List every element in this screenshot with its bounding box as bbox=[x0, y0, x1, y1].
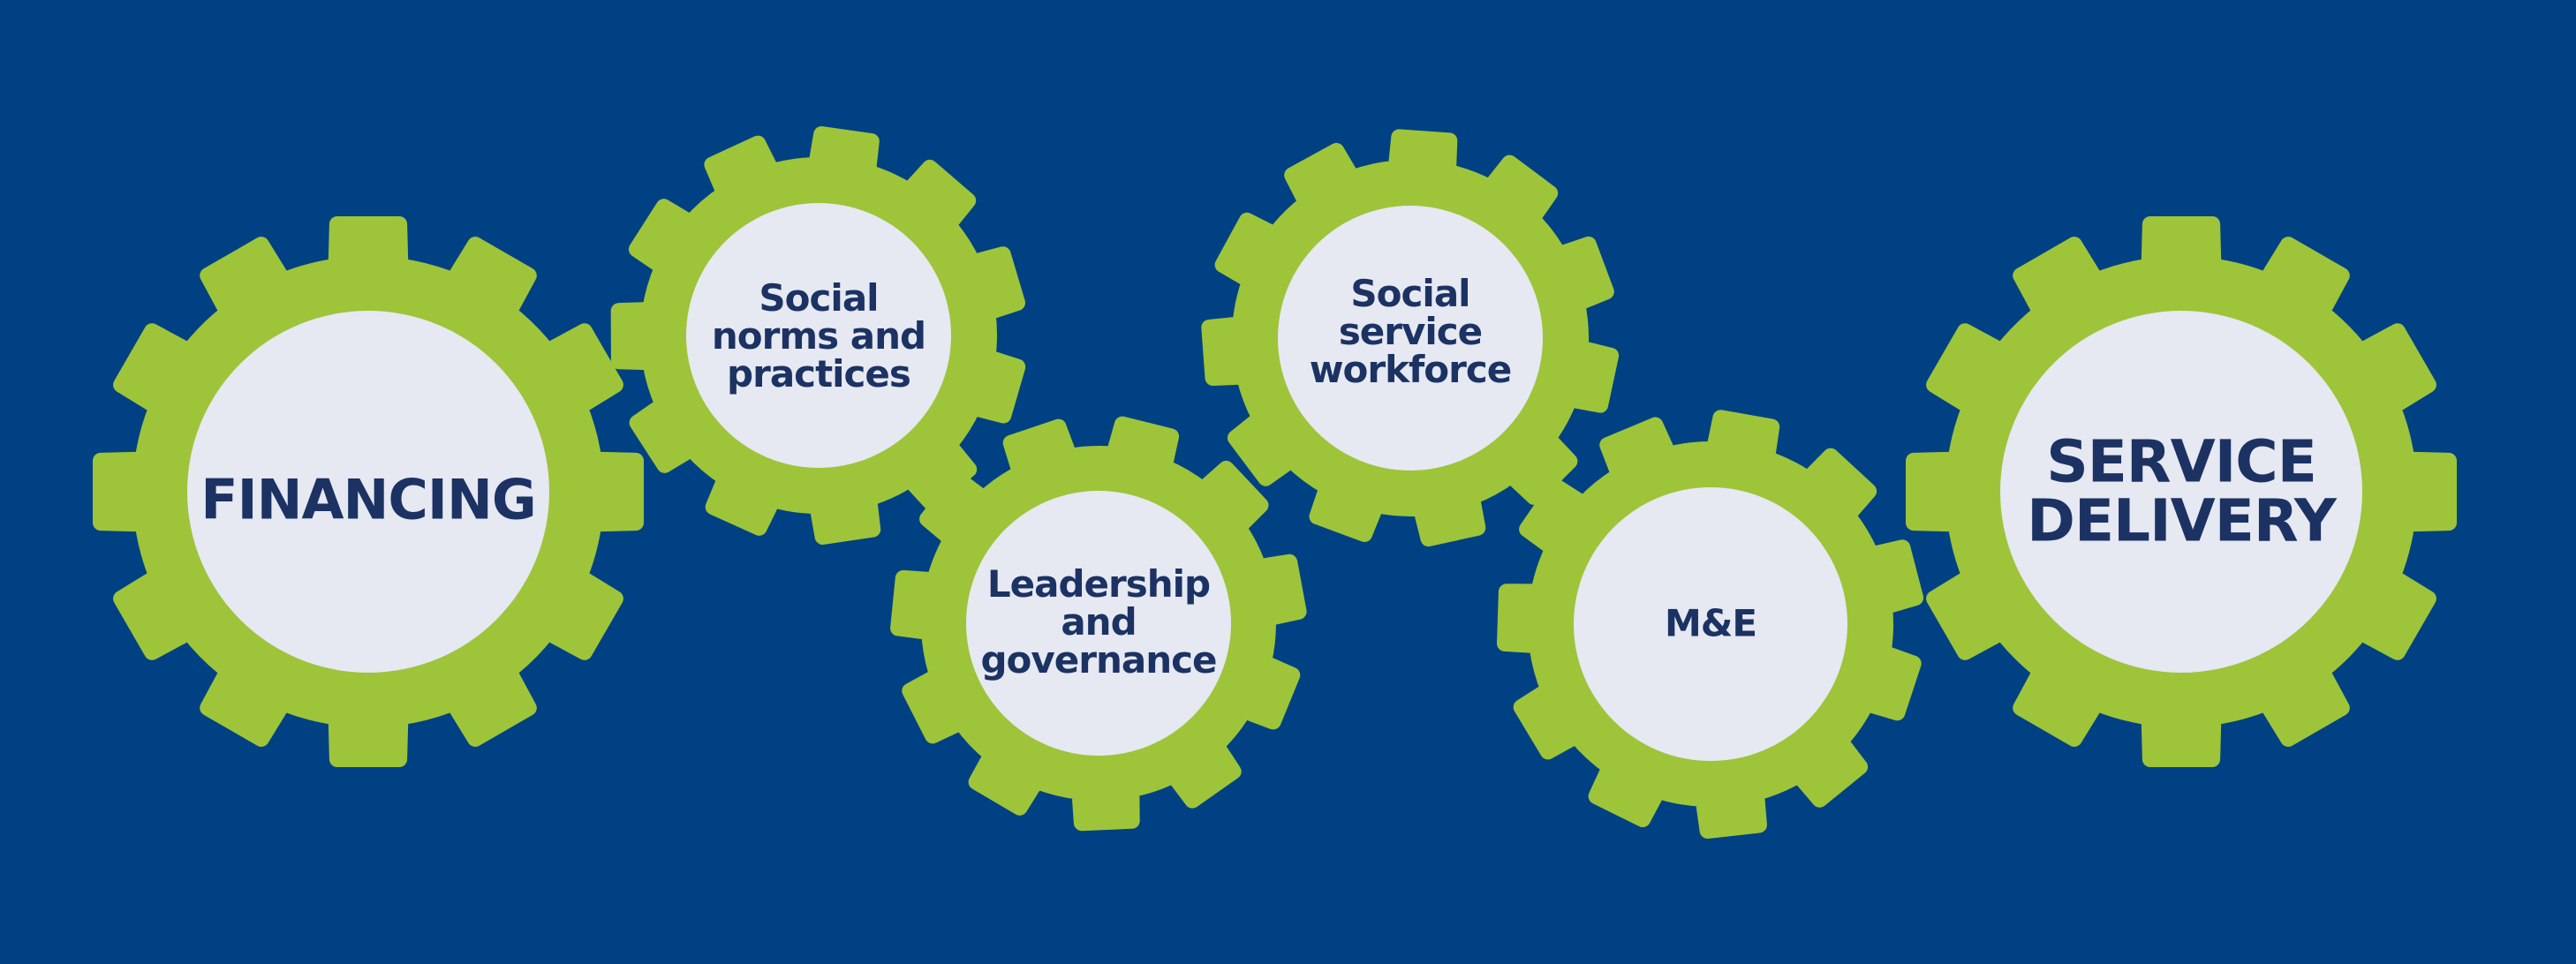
gear-label-workforce: Social service workforce bbox=[1309, 271, 1513, 391]
gear-hub-workforce bbox=[1278, 206, 1543, 471]
gear-label-service-delivery: SERVICE DELIVERY bbox=[2027, 427, 2337, 555]
gear-workforce bbox=[1201, 129, 1620, 547]
gear-hub-service-delivery bbox=[2000, 311, 2362, 673]
gear-label-social-norms: Social norms and practices bbox=[711, 275, 926, 395]
gear-label-me: M&E bbox=[1664, 601, 1757, 645]
gear-hub-social-norms bbox=[686, 203, 951, 468]
gear-social-norms bbox=[610, 126, 1026, 545]
gear-label-leadership: Leadership and governance bbox=[980, 561, 1217, 682]
gear-hub-me bbox=[1574, 487, 1847, 761]
gear-hub-financing bbox=[187, 311, 549, 673]
gear-leadership bbox=[890, 416, 1307, 832]
gear-me bbox=[1497, 410, 1924, 839]
gear-hub-leadership bbox=[966, 491, 1231, 756]
gear-service-delivery bbox=[1906, 216, 2457, 767]
gear-label-financing: FINANCING bbox=[200, 467, 537, 532]
gear-financing bbox=[93, 216, 644, 767]
